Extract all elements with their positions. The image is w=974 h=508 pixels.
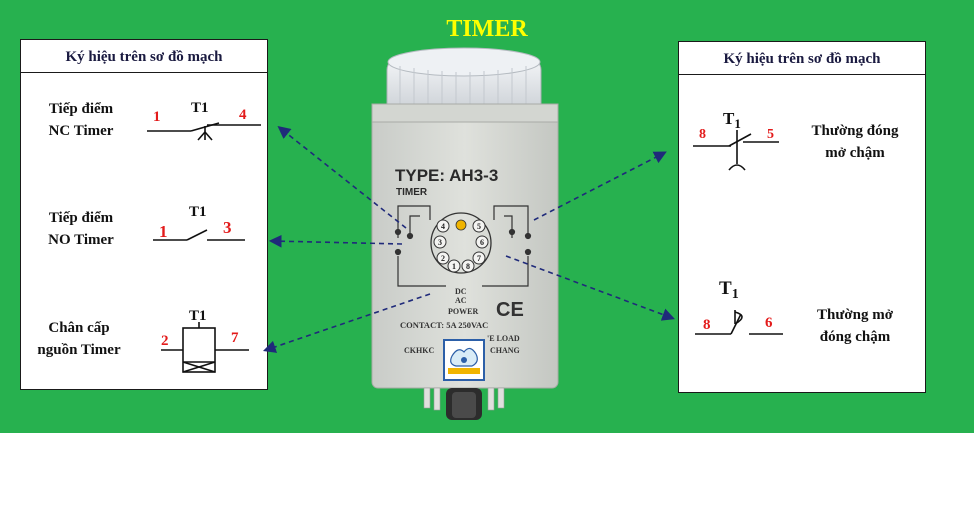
- nc-pin-left: 1: [153, 109, 161, 125]
- base-pins: [423, 387, 505, 420]
- socket-pin-4: 4: [441, 222, 445, 231]
- nc-timer-label-line2: NC Timer: [48, 123, 114, 139]
- nod-pin-right: 6: [765, 315, 773, 331]
- arrow-to-nc-delayed: [533, 151, 667, 221]
- no-symbol-name: T1: [189, 204, 207, 220]
- right-symbol-panel: Ký hiệu trên sơ đồ mạch T1 8 5 Thường đó…: [678, 41, 926, 393]
- device-wiring-diagram: [394, 205, 532, 287]
- coil-symbol: T1 2 7: [161, 308, 249, 373]
- nc-delayed-label-line1: Thường đóng: [811, 123, 899, 139]
- arrow-to-no-delayed: [505, 255, 675, 321]
- device-load-label: 'E LOAD: [487, 334, 520, 343]
- socket-pin-5: 5: [477, 222, 481, 231]
- device-dc-label: DC: [455, 287, 467, 296]
- socket-pin-8: 8: [466, 262, 470, 271]
- no-delayed-label-line1: Thường mở: [816, 307, 894, 323]
- left-symbol-panel: Ký hiệu trên sơ đồ mạch Tiếp điểm NC Tim…: [20, 39, 268, 390]
- arrow-to-coil: [262, 293, 431, 353]
- nc-timer-label-line1: Tiếp điểm: [48, 101, 114, 117]
- socket-pin-6: 6: [480, 238, 484, 247]
- nc-timer-label: Tiếp điểm NC Timer: [29, 98, 133, 142]
- device-ac-label: AC: [455, 296, 467, 305]
- power-pin-label-line2: nguồn Timer: [37, 342, 121, 358]
- nod-symbol-name: T1: [719, 278, 739, 302]
- ncd-contact-lines: [693, 130, 779, 171]
- no-timer-label-line2: NO Timer: [48, 232, 114, 248]
- nod-contact-lines: [695, 310, 783, 335]
- nc-delayed-label-line2: mở chậm: [825, 145, 885, 161]
- ncd-pin-left: 8: [699, 127, 706, 142]
- left-panel-header: Ký hiệu trên sơ đồ mạch: [21, 40, 267, 73]
- no-delayed-symbol: T1 8 6: [695, 278, 783, 335]
- right-panel-header: Ký hiệu trên sơ đồ mạch: [679, 42, 925, 75]
- page-title: TIMER: [446, 16, 528, 42]
- timer-dial-knob: [386, 47, 542, 119]
- coil-pin-right: 7: [231, 330, 239, 346]
- socket-pin-2: 2: [441, 254, 445, 263]
- no-timer-label-line1: Tiếp điểm: [48, 210, 114, 226]
- power-pin-label-line1: Chân cấp: [48, 320, 110, 336]
- ncd-symbol-name: T1: [723, 109, 741, 131]
- nc-contact-lines: [147, 122, 261, 141]
- power-pin-label: Chân cấp nguồn Timer: [25, 317, 133, 361]
- nod-pin-left: 8: [703, 317, 711, 333]
- logo-badge: [443, 339, 485, 381]
- device-brand-left: CKHKC: [404, 346, 434, 355]
- ncd-pin-right: 5: [767, 127, 774, 142]
- nc-symbol-name: T1: [191, 100, 209, 116]
- socket-pin-1: 1: [452, 262, 456, 271]
- device-contact-label: CONTACT: 5A 250VAC: [400, 320, 488, 330]
- ce-mark: CE: [496, 299, 524, 321]
- device-type-label: TYPE: AH3-3: [395, 166, 498, 185]
- nc-delayed-label: Thường đóng mở chậm: [799, 120, 911, 164]
- no-pin-left: 1: [159, 222, 168, 241]
- device-brand-right: CHANG: [490, 346, 520, 355]
- device-power-label: POWER: [448, 307, 478, 316]
- timer-relay-device: TYPE: AH3-3 TIMER 4 5 3 6 2 7: [262, 47, 675, 420]
- no-delayed-label: Thường mở đóng chậm: [799, 304, 911, 348]
- no-delayed-label-line2: đóng chậm: [819, 329, 891, 345]
- no-timer-symbol: T1 1 3: [153, 204, 245, 241]
- pointer-arrows: [262, 126, 675, 353]
- nc-timer-symbol: T1 1 4: [147, 100, 261, 141]
- coil-symbol-name: T1: [189, 308, 207, 324]
- no-timer-label: Tiếp điểm NO Timer: [29, 207, 133, 251]
- coil-pin-left: 2: [161, 333, 169, 349]
- no-pin-right: 3: [223, 218, 232, 237]
- socket-pin-7: 7: [477, 254, 481, 263]
- coil-lines: [161, 322, 249, 373]
- socket-pin-3: 3: [438, 238, 442, 247]
- arrow-to-no-timer: [268, 234, 403, 248]
- device-sub-label: TIMER: [396, 187, 428, 198]
- nc-pin-right: 4: [239, 107, 247, 123]
- no-contact-lines: [153, 229, 245, 241]
- nc-delayed-symbol: T1 8 5: [693, 109, 779, 171]
- pin-socket-diagram: 4 5 3 6 2 7 1 8: [430, 212, 492, 274]
